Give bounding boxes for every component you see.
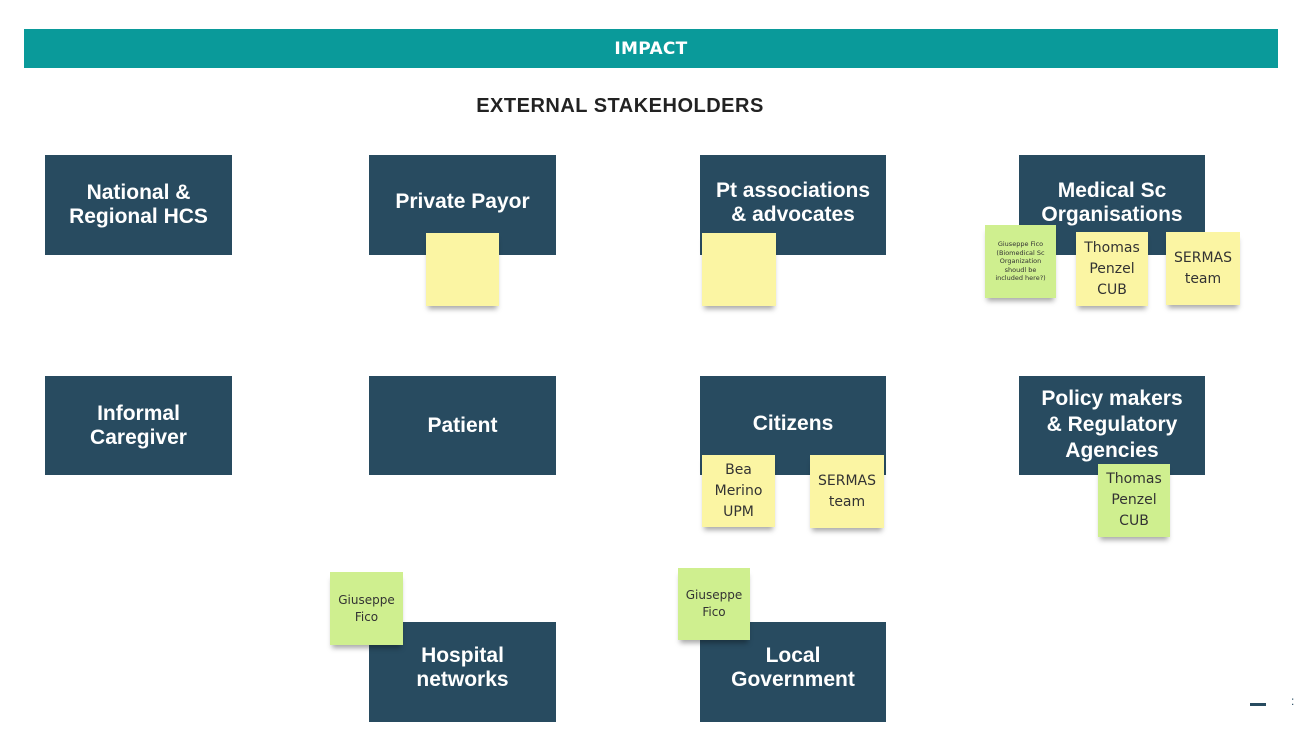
stakeholder-policy-makers[interactable]: Policy makers & Regulatory Agencies [1019,376,1205,475]
sticky-note-private-payor[interactable] [426,233,499,306]
sticky-note-citizens-sermas[interactable]: SERMAS team [810,455,884,528]
stakeholder-label: Citizens [752,412,834,435]
sticky-note-medsc-giuseppe[interactable]: Giuseppe Fico (Biomedical Sc Organizatio… [985,225,1056,298]
sticky-note-hospital-giuseppe[interactable]: Giuseppe Fico [330,572,403,645]
sticky-note-medsc-sermas[interactable]: SERMAS team [1166,232,1240,305]
zoom-out-control[interactable] [1250,703,1266,706]
banner-title: IMPACT [614,38,688,59]
stakeholder-label: Hospital networks [416,644,509,691]
stakeholder-label: Private Payor [395,190,530,213]
offscreen-control-icon[interactable]: : [1291,694,1295,708]
stakeholder-label: Policy makers & Regulatory Agencies [1041,387,1183,462]
stakeholder-label: Medical Sc Organisations [1041,179,1183,226]
sticky-note-policy-thomas[interactable]: Thomas Penzel CUB [1098,464,1170,537]
section-title: EXTERNAL STAKEHOLDERS [476,95,764,117]
stakeholder-label: National & Regional HCS [69,181,208,228]
sticky-note-pt-associations[interactable] [702,233,776,306]
stakeholder-informal-caregiver[interactable]: Informal Caregiver [45,376,232,475]
stakeholder-pt-associations[interactable]: Pt associations & advocates [700,155,886,255]
stakeholder-label: Pt associations & advocates [715,179,871,226]
impact-banner: IMPACT [24,29,1278,68]
sticky-note-localgov-giuseppe[interactable]: Giuseppe Fico [678,568,750,640]
sticky-note-citizens-bea[interactable]: Bea Merino UPM [702,455,775,527]
stakeholder-local-government[interactable]: Local Government [700,622,886,722]
stakeholder-patient[interactable]: Patient [369,376,556,475]
stakeholder-label: Informal Caregiver [90,401,187,449]
stakeholder-national-regional-hcs[interactable]: National & Regional HCS [45,155,232,255]
sticky-note-medsc-thomas[interactable]: Thomas Penzel CUB [1076,232,1148,306]
stakeholder-label: Local Government [731,644,855,691]
stakeholder-label: Patient [427,413,498,437]
